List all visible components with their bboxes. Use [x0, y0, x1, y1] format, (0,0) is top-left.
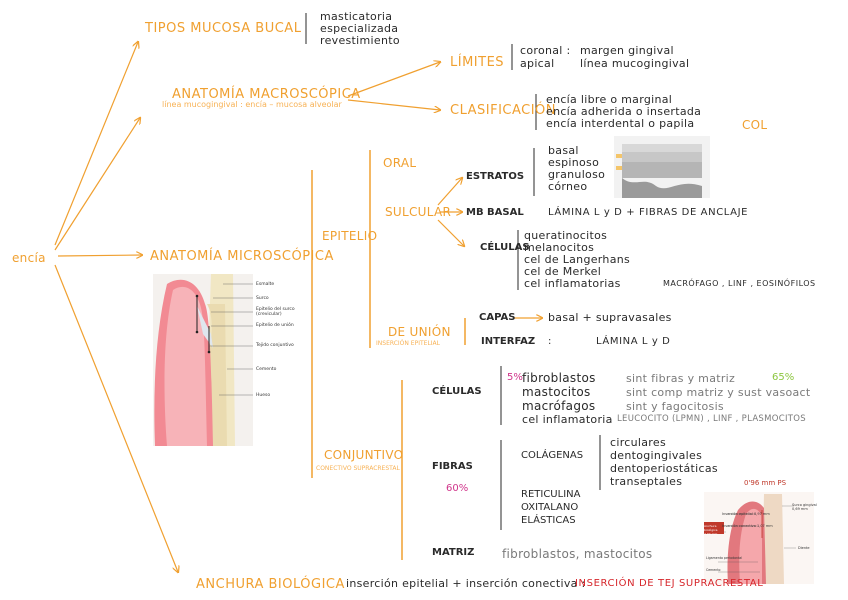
interfaz-title: INTERFAZ [481, 336, 536, 347]
fibra-item: OXITALANO [521, 502, 579, 513]
conjuntivo-cell-desc: LEUCOCITO (LPMN) , LINF , PLASMOCITOS [617, 414, 806, 424]
fibroblastos-pct: 65% [772, 372, 795, 383]
anchura-text: inserción epitelial + inserción conectiv… [346, 577, 586, 590]
biologic-figure-label: Ligamento periodontal [706, 556, 743, 560]
celula-item: cel de Merkel [524, 265, 602, 278]
estrato-item: basal [548, 144, 579, 157]
anchura-measure: 0'96 mm PS [744, 479, 787, 487]
mb-basal-title: MB BASAL [466, 207, 524, 218]
conjuntivo-title: CONJUNTIVO [324, 448, 404, 462]
celula-item: melanocitos [524, 241, 595, 254]
fibra-item: RETICULINA [521, 489, 581, 500]
biologic-figure-label: Surco gingival 0,69 mm [792, 503, 817, 511]
fibras-pct: 60% [446, 483, 469, 494]
tipos-item: revestimiento [320, 34, 400, 47]
biologic-figure-label: Diente [798, 546, 810, 550]
colagena-item: dentoperiostáticas [610, 462, 718, 475]
limites-value: margen gingival [580, 44, 674, 57]
limites-key: apical [520, 57, 555, 70]
celulas-epitelio-title: CÉLULAS [480, 242, 530, 253]
figure-label: Surco [256, 296, 269, 301]
celula-item: queratinocitos [524, 229, 608, 242]
mb-basal-text: LÁMINA L y D + FIBRAS DE ANCLAJE [548, 207, 749, 218]
clasificacion-item: encía interdental o papila [546, 117, 695, 130]
figure-label: Cemento [256, 367, 277, 372]
celulas-pct: 5% [507, 372, 523, 383]
clasificacion-title: CLASIFICACIÓN [450, 103, 557, 118]
conjuntivo-cell-name: cel inflamatoria [522, 413, 613, 426]
clasificacion-item: encía adherida o insertada [546, 105, 702, 118]
capas-text: basal + supravasales [548, 311, 672, 324]
col-label: COL [742, 118, 768, 132]
capas-title: CAPAS [479, 312, 516, 323]
estrato-item: córneo [548, 180, 588, 193]
fibra-item: ELÁSTICAS [521, 515, 576, 526]
colagena-item: circulares [610, 436, 666, 449]
celula-item: cel inflamatorias [524, 277, 621, 290]
anchura-title: ANCHURA BIOLÓGICA [196, 577, 345, 592]
celula-inflamatoria-detail: MACRÓFAGO , LINF , EOSINÓFILOS [663, 279, 816, 288]
fibras-title: FIBRAS [432, 461, 473, 472]
biologic-figure-label: Inserción epitelial 0,97 mm [722, 512, 770, 516]
limites-title: LÍMITES [450, 55, 505, 70]
micro-title: ANATOMÍA MICROSCÓPICA [150, 249, 334, 264]
limites-value: línea mucogingival [580, 57, 690, 70]
figure-label: Esmalte [256, 282, 275, 287]
conjuntivo-cell-name: macrófagos [522, 399, 596, 413]
colagena-item: transeptales [610, 475, 683, 488]
biologic-figure-label: Cemento [706, 568, 721, 572]
conjuntivo-cell-desc: sint comp matriz y sust vasoact [626, 386, 811, 399]
gingiva-section-figure [153, 274, 253, 446]
figure-label: Epitelio del surco (crevicular) [256, 307, 295, 317]
root-node: encía [12, 251, 46, 265]
conjuntivo-cell-desc: sint y fagocitosis [626, 400, 724, 413]
matriz-text: fibroblastos, mastocitos [502, 547, 653, 561]
union-subtitle: INSERCIÓN EPITELIAL [376, 340, 440, 347]
epitelio-title: EPITELIO [322, 229, 378, 243]
union-title: DE UNIÓN [388, 325, 451, 339]
figure-label: Hueso [256, 393, 271, 398]
celulas-conjuntivo-title: CÉLULAS [432, 386, 482, 397]
sulcular-label: SULCULAR [385, 205, 452, 219]
conjuntivo-cell-name: fibroblastos [522, 371, 596, 385]
tipos-item: especializada [320, 22, 399, 35]
clasificacion-item: encía libre o marginal [546, 93, 673, 106]
biologic-width-figure [704, 492, 814, 584]
figure-label: Tejido conjuntivo [256, 343, 294, 348]
anchura-highlight: INSERCIÓN DE TEJ SUPRACRESTAL [575, 578, 764, 589]
biologic-figure-label: Inserción conectiva 1,07 mm [722, 524, 773, 528]
conjuntivo-subtitle: CONECTIVO SUPRACRESTAL [316, 465, 400, 472]
epithelium-strata-figure [614, 136, 710, 198]
limites-key: coronal : [520, 44, 571, 57]
tipos-title: TIPOS MUCOSA BUCAL [145, 21, 302, 36]
tipos-item: masticatoria [320, 10, 393, 23]
colagenas-title: COLÁGENAS [521, 450, 584, 461]
figure-label: Epitelio de unión [256, 323, 294, 328]
oral-label: ORAL [383, 156, 417, 170]
matriz-title: MATRIZ [432, 547, 475, 558]
biologic-figure-label: Anchura biológica 2,04 mm [704, 524, 718, 536]
estratos-title: ESTRATOS [466, 171, 525, 182]
conjuntivo-cell-name: mastocitos [522, 385, 591, 399]
conjuntivo-cell-desc: sint fibras y matriz [626, 372, 736, 385]
celula-item: cel de Langerhans [524, 253, 631, 266]
interfaz-text: LÁMINA L y D [596, 336, 671, 347]
macro-title: ANATOMÍA MACROSCÓPICA [172, 87, 361, 102]
macro-subtitle: línea mucogingival : encía – mucosa alve… [162, 100, 342, 109]
colagena-item: dentogingivales [610, 449, 703, 462]
estrato-item: espinoso [548, 156, 600, 169]
estrato-item: granuloso [548, 168, 606, 181]
